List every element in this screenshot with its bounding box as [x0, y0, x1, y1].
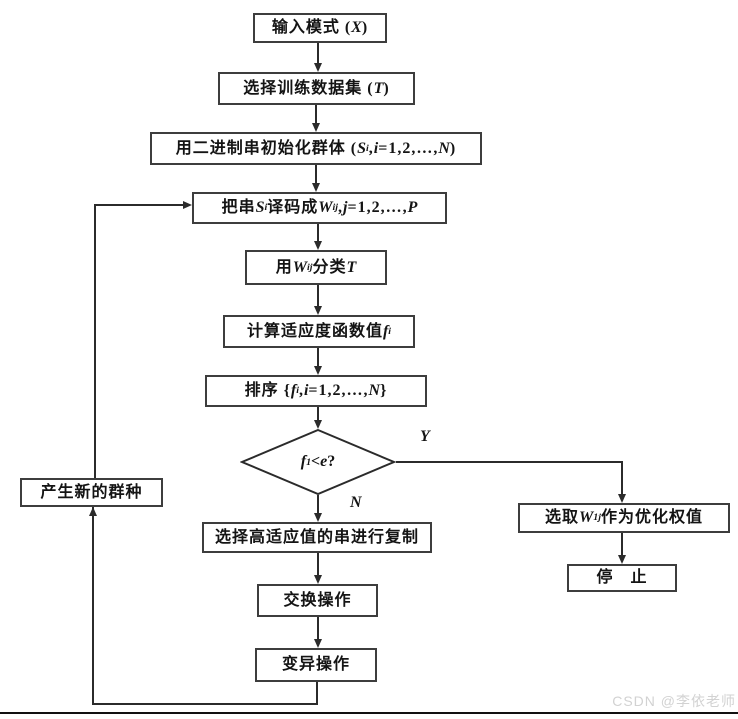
connector-loop-top — [94, 204, 183, 206]
node-mutation: 变异操作 — [255, 648, 377, 682]
arrowhead-down-icon — [312, 183, 320, 192]
node-input-pattern: 输入模式 (X) — [253, 13, 387, 43]
connector-select-to-init — [315, 105, 317, 123]
arrowhead-down-icon — [314, 639, 322, 648]
arrowhead-down-icon — [314, 575, 322, 584]
node-stop: 停 止 — [567, 564, 677, 592]
arrowhead-down-icon — [314, 306, 322, 315]
branch-label-yes: Y — [420, 428, 430, 445]
arrowhead-up-icon — [89, 507, 97, 516]
arrowhead-right-icon — [183, 201, 192, 209]
branch-label-no: N — [350, 494, 362, 511]
arrowhead-down-icon — [314, 513, 322, 522]
connector-mutation-down — [316, 682, 318, 705]
arrowhead-down-icon — [618, 494, 626, 503]
connector-init-to-decode — [315, 165, 317, 183]
connector-yes-horizontal — [396, 461, 623, 463]
node-select-copy: 选择高适应值的串进行复制 — [202, 522, 432, 553]
node-new-population: 产生新的群种 — [20, 478, 163, 507]
bottom-rule — [0, 712, 738, 714]
arrowhead-down-icon — [312, 123, 320, 132]
connector-newpop-up — [94, 205, 96, 478]
decision-diamond-shape — [239, 428, 397, 496]
connector-weight-to-stop — [621, 533, 623, 555]
arrowhead-down-icon — [314, 63, 322, 72]
connector-yes-down — [621, 461, 623, 494]
arrowhead-down-icon — [314, 420, 322, 429]
watermark: CSDN @李依老师 — [612, 693, 736, 709]
connector-crossover-to-mutation — [317, 617, 319, 639]
connector-fitness-to-sort — [317, 348, 319, 366]
connector-input-to-select — [317, 43, 319, 64]
connector-decode-to-classify — [317, 224, 319, 241]
arrowhead-down-icon — [618, 555, 626, 564]
connector-loop-bottom — [92, 703, 318, 705]
arrowhead-down-icon — [314, 241, 322, 250]
connector-sort-to-decision — [317, 407, 319, 420]
arrowhead-down-icon — [314, 366, 322, 375]
node-select-training-set: 选择训练数据集 (T) — [218, 72, 415, 105]
connector-copy-to-crossover — [317, 553, 319, 575]
node-crossover: 交换操作 — [257, 584, 378, 617]
connector-decision-to-copy — [317, 495, 319, 513]
connector-classify-to-fitness — [317, 285, 319, 306]
connector-loop-left-up — [92, 507, 94, 705]
